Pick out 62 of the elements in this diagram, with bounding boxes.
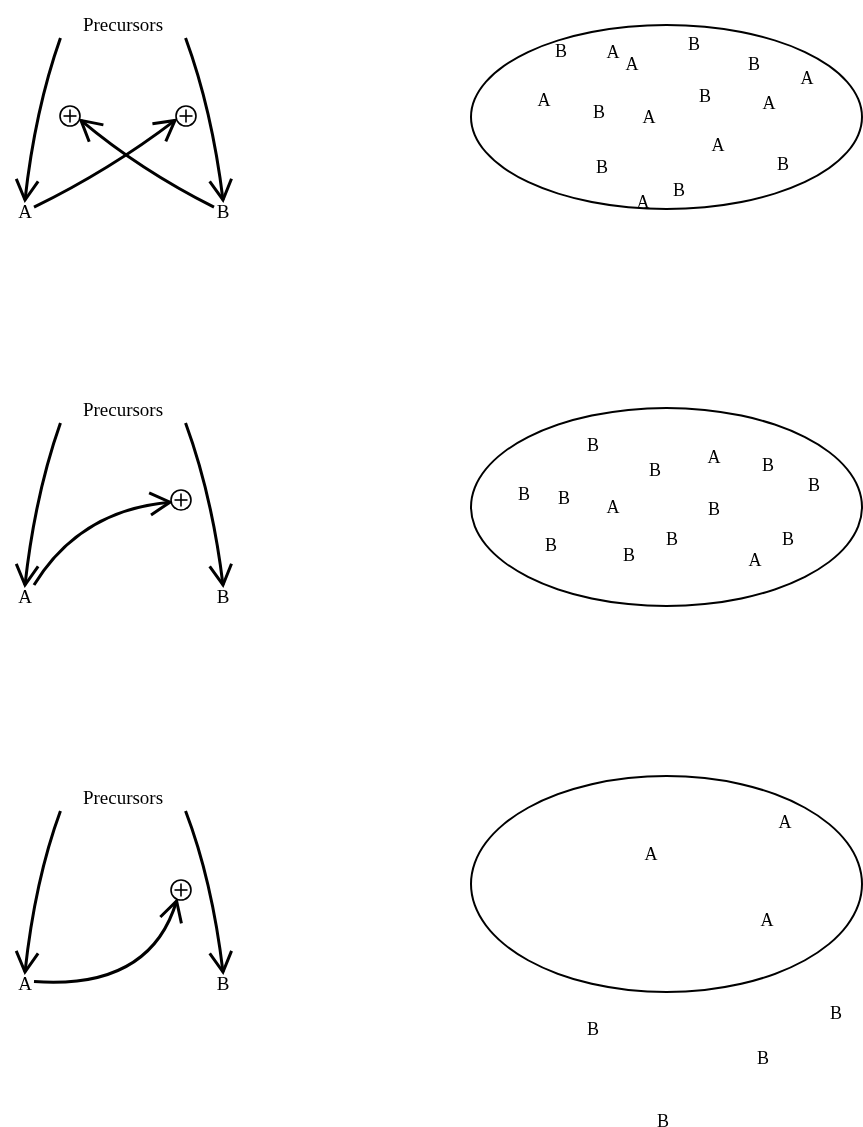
cell-letter: B [762, 455, 774, 475]
circled-plus-symbol [170, 489, 192, 511]
cell-type-label: A [18, 973, 32, 995]
arrow [184, 37, 233, 202]
cell-type-label: B [216, 586, 230, 608]
cell-letter: A [760, 910, 774, 930]
cell-letter: B [673, 180, 685, 200]
arrow [79, 118, 215, 209]
cell-letter: B [666, 529, 678, 549]
cell-letter: B [757, 1048, 769, 1068]
cell-letter: A [711, 135, 725, 155]
cell-letter: A [606, 42, 620, 62]
cell-letter: B [782, 529, 794, 549]
cell-letter: A [644, 844, 658, 864]
cell-letter: A [625, 54, 639, 74]
cell-letter: A [762, 93, 776, 113]
circled-plus-symbol [59, 105, 81, 127]
cell-letter: B [558, 488, 570, 508]
cell-letter: A [537, 90, 551, 110]
arrow [14, 422, 62, 587]
arrow [32, 492, 172, 586]
cell-letter: B [688, 34, 700, 54]
cell-letter: B [777, 154, 789, 174]
arrow [14, 37, 62, 202]
cell-letter: A [800, 68, 814, 88]
cell-letter: A [748, 550, 762, 570]
cell-letter: B [748, 54, 760, 74]
cell-letter: B [596, 157, 608, 177]
source-label: Precursors [82, 14, 164, 36]
source-label: Precursors [82, 787, 164, 809]
cell-letter: A [707, 447, 721, 467]
arrow [14, 810, 62, 974]
cell-type-label: A [18, 201, 32, 223]
population-ellipse [470, 775, 863, 993]
circled-plus-symbol [170, 879, 192, 901]
arrow [33, 118, 177, 209]
cell-type-label: B [216, 973, 230, 995]
cell-letter: B [518, 484, 530, 504]
cell-letter: A [642, 107, 656, 127]
population-ellipse [470, 407, 863, 607]
cell-letter: A [606, 497, 620, 517]
cell-letter: B [587, 435, 599, 455]
cell-letter: B [808, 475, 820, 495]
population-ellipse [470, 24, 863, 210]
cell-letter: B [699, 86, 711, 106]
cell-letter: B [587, 1019, 599, 1039]
arrow [184, 810, 233, 974]
cell-letter: B [593, 102, 605, 122]
cell-type-label: B [216, 201, 230, 223]
circled-plus-symbol [175, 105, 197, 127]
source-label: Precursors [82, 399, 164, 421]
cell-letter: B [830, 1003, 842, 1023]
cell-letter: A [778, 812, 792, 832]
cell-letter: B [708, 499, 720, 519]
cell-type-label: A [18, 586, 32, 608]
cell-letter: B [649, 460, 661, 480]
cell-letter: B [555, 41, 567, 61]
arrow [184, 422, 233, 587]
cell-letter: B [623, 545, 635, 565]
cell-letter: B [545, 535, 557, 555]
cell-letter: B [657, 1111, 669, 1127]
arrow [33, 899, 182, 984]
